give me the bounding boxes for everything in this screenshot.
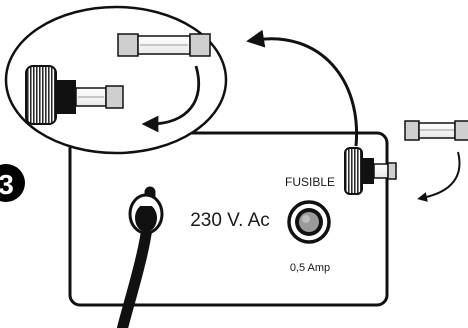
step-badge: 3 — [0, 164, 25, 202]
fuse-holder-knob-icon — [344, 147, 363, 195]
replacement-fuse-right — [404, 120, 468, 141]
step-number: 3 — [0, 169, 14, 200]
magnified-callout — [4, 5, 228, 155]
curved-arrow-icon — [141, 65, 201, 133]
side-fuse-holder — [344, 147, 397, 195]
curved-arrow-icon — [417, 151, 461, 202]
curved-arrow-icon — [246, 29, 359, 147]
fuse-holder-knob-icon — [25, 65, 57, 125]
fuse-rating-label: 0,5 Amp — [290, 262, 330, 274]
voltage-label: 230 V. Ac — [190, 210, 270, 231]
fusible-label: FUSIBLE — [285, 175, 335, 189]
glass-fuse-icon — [373, 163, 389, 179]
power-unit-housing — [68, 131, 389, 307]
fuse-holder-socket: FUSIBLE 0,5 Amp — [285, 175, 335, 274]
power-cable — [116, 186, 164, 328]
